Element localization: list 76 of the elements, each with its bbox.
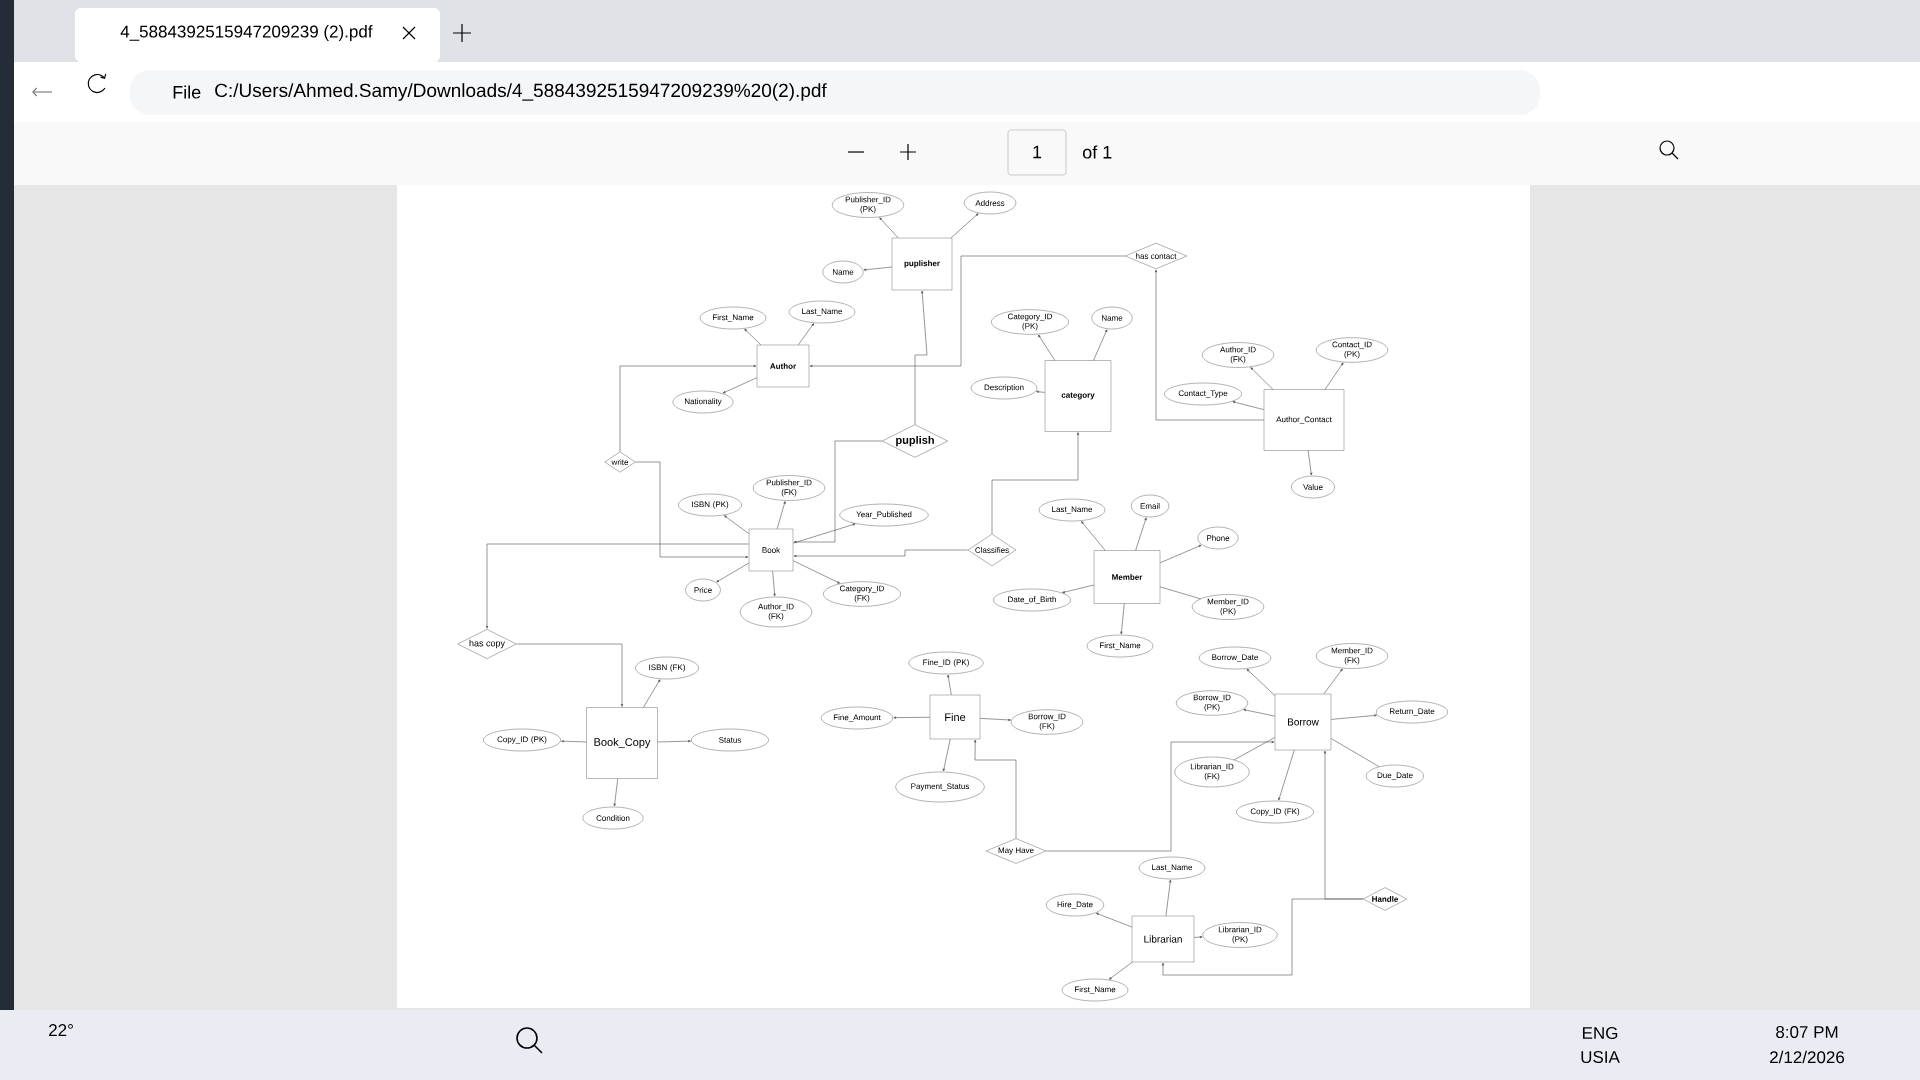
entity-box: puplisher bbox=[891, 237, 953, 291]
connector-arrow bbox=[516, 643, 624, 707]
attribute-arrow bbox=[1324, 362, 1344, 390]
connector-arrow bbox=[1045, 740, 1275, 852]
attribute-arrow bbox=[942, 738, 951, 772]
attribute-arrow bbox=[979, 718, 1011, 722]
attribute-arrow bbox=[1323, 668, 1343, 695]
entity-box: category bbox=[1044, 360, 1112, 432]
entity-box: Book_Copy bbox=[586, 707, 658, 779]
attribute-arrow bbox=[1232, 401, 1265, 410]
connector-arrow bbox=[809, 255, 1126, 368]
attribute-arrow bbox=[1038, 334, 1056, 361]
attribute-arrow bbox=[722, 377, 758, 394]
time-label: 8:07 PM bbox=[1776, 1026, 1838, 1039]
connector-arrow bbox=[635, 461, 749, 559]
connector-arrow bbox=[485, 543, 750, 629]
attribute-arrow bbox=[1250, 367, 1274, 390]
attribute-line bbox=[1159, 586, 1201, 600]
attribute-arrow bbox=[1165, 879, 1172, 917]
attribute-arrow bbox=[792, 523, 856, 544]
entity-box: Borrow bbox=[1274, 693, 1332, 751]
entity-box: Author bbox=[756, 344, 810, 388]
entity-box: Author_Contact bbox=[1263, 389, 1345, 451]
attribute-arrow bbox=[947, 674, 952, 696]
attribute-arrow bbox=[798, 323, 814, 346]
entity-box: Fine bbox=[929, 694, 981, 740]
attribute-arrow bbox=[1036, 390, 1046, 393]
attribute-line bbox=[1233, 737, 1276, 761]
attribute-arrow bbox=[1081, 521, 1106, 551]
attribute-arrow bbox=[716, 562, 750, 583]
attribute-arrow bbox=[776, 501, 786, 530]
attribute-arrow bbox=[893, 716, 931, 719]
attribute-arrow bbox=[1243, 708, 1276, 717]
attribute-arrow bbox=[1159, 544, 1202, 564]
attribute-arrow bbox=[1062, 584, 1095, 594]
region-label: USIA bbox=[1581, 1051, 1620, 1064]
connector-arrow bbox=[914, 290, 928, 425]
date-label: 2/12/2026 bbox=[1770, 1050, 1845, 1064]
attribute-arrow bbox=[1330, 714, 1377, 720]
attribute-arrow bbox=[1135, 517, 1147, 551]
attribute-arrow bbox=[792, 560, 840, 584]
attribute-arrow bbox=[643, 679, 661, 708]
entity-box: Member bbox=[1093, 550, 1161, 604]
attribute-arrow bbox=[772, 570, 776, 597]
attribute-arrow bbox=[1193, 935, 1203, 939]
attribute-arrow bbox=[1246, 668, 1276, 696]
attribute-arrow bbox=[1120, 603, 1125, 635]
attribute-arrow bbox=[561, 740, 587, 743]
attribute-arrow bbox=[879, 217, 899, 239]
attribute-arrow bbox=[657, 740, 691, 743]
attribute-arrow bbox=[613, 778, 619, 807]
entity-box: Librarian bbox=[1131, 915, 1195, 963]
connector-arrow bbox=[1154, 269, 1265, 421]
address-field: File C:/Users/Ahmed.Samy/Downloads/4_5884392515947209239%20(2).pdf bbox=[130, 70, 1540, 115]
connector-arrow bbox=[991, 432, 1080, 535]
language-label: ENG bbox=[1583, 1027, 1618, 1040]
connector-arrow bbox=[793, 440, 883, 544]
entity-box: Book bbox=[748, 528, 794, 572]
browser-tab: 4_5884392515947209239 (2).pdf bbox=[75, 8, 440, 62]
attribute-arrow bbox=[1307, 450, 1313, 476]
page-number-field: 1 bbox=[1007, 129, 1067, 176]
attribute-arrow bbox=[950, 213, 979, 239]
connector-arrow bbox=[974, 739, 1017, 839]
page-count-label: of 1 bbox=[1082, 145, 1112, 159]
connector-arrow bbox=[619, 364, 757, 452]
attribute-arrow bbox=[863, 266, 893, 271]
attribute-arrow bbox=[1096, 912, 1133, 928]
attribute-arrow bbox=[724, 515, 750, 534]
attribute-arrow bbox=[1109, 961, 1133, 980]
attribute-line bbox=[1330, 738, 1380, 767]
temperature-label: 22° bbox=[49, 1024, 73, 1036]
attribute-arrow bbox=[1093, 329, 1108, 361]
attribute-arrow bbox=[1278, 749, 1295, 801]
connector-arrow bbox=[1161, 898, 1364, 976]
attribute-arrow bbox=[744, 328, 762, 346]
connector-arrow bbox=[793, 549, 969, 558]
